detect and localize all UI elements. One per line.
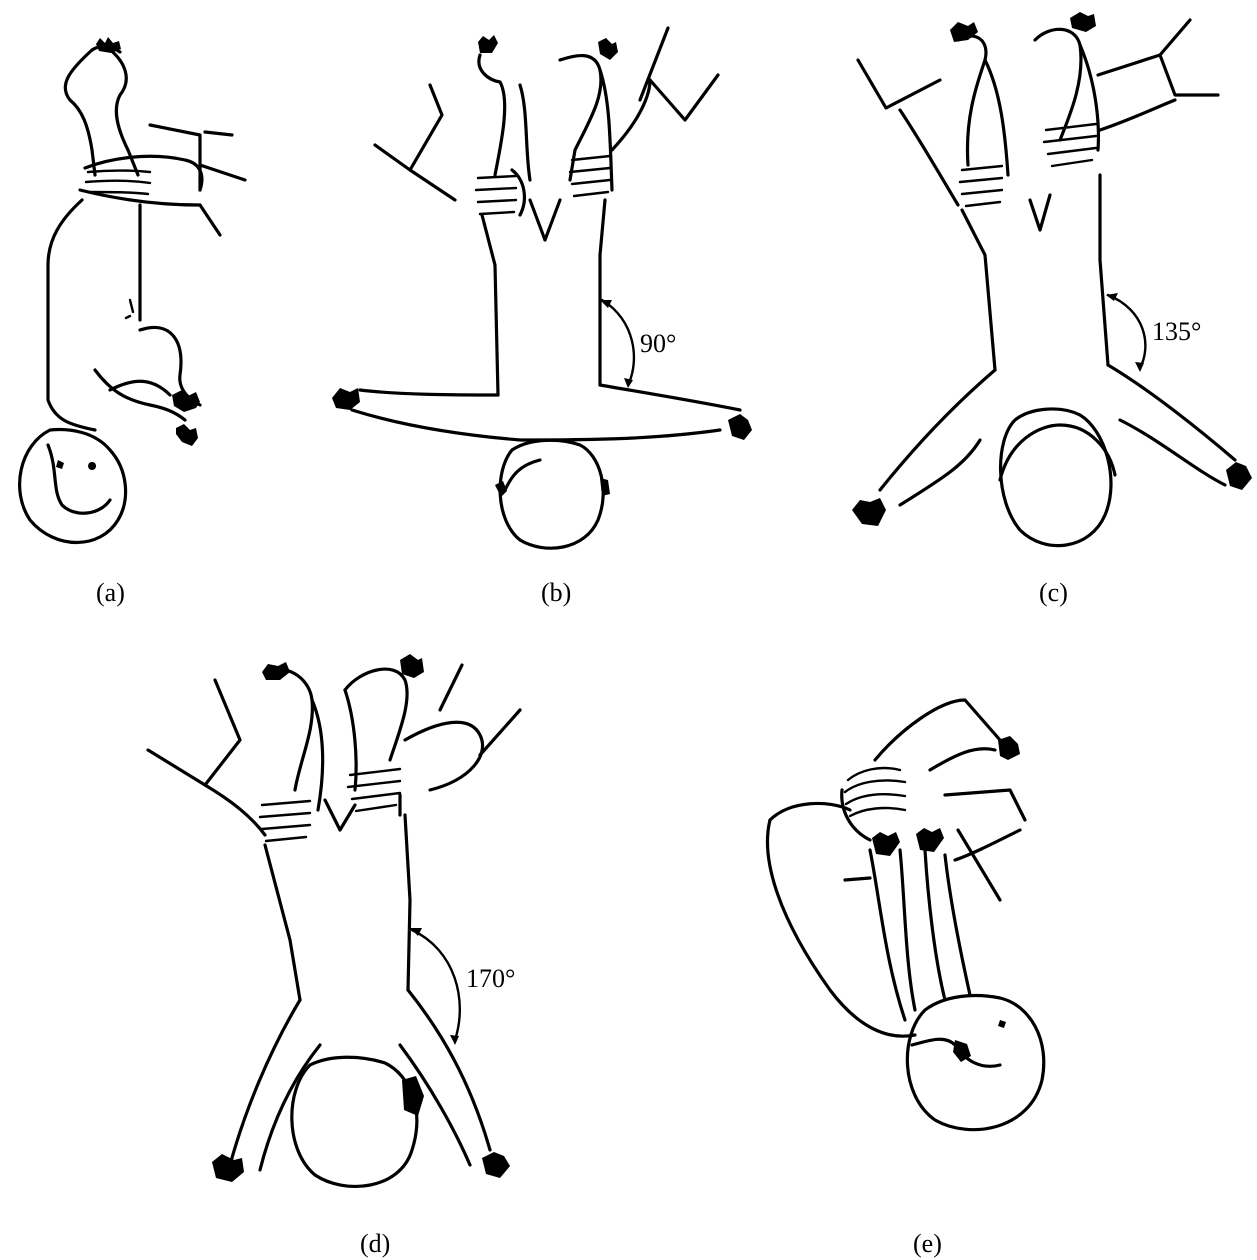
panel-a-label: (a): [96, 578, 125, 607]
panel-b-angle-label: 90°: [640, 329, 676, 358]
panel-d-illustration: [146, 654, 522, 1188]
panel-c-label: (c): [1039, 578, 1068, 607]
panel-e-illustration: [765, 698, 1046, 1132]
panel-a-illustration: [18, 37, 247, 544]
panel-b-label: (b): [541, 578, 571, 607]
panel-d-angle-label: 170°: [466, 964, 515, 993]
panel-d-label: (d): [360, 1229, 390, 1258]
panel-c-angle-label: 135°: [1152, 317, 1201, 346]
panel-b-illustration: [332, 26, 752, 550]
panel-c: 135° (c): [852, 12, 1252, 607]
panel-e: (e): [765, 698, 1046, 1258]
panel-a: (a): [18, 37, 247, 607]
panel-c-illustration: [852, 12, 1252, 548]
panel-d: 170° (d): [146, 654, 522, 1258]
panel-e-label: (e): [913, 1229, 942, 1258]
panel-b: 90° (b): [332, 26, 752, 607]
